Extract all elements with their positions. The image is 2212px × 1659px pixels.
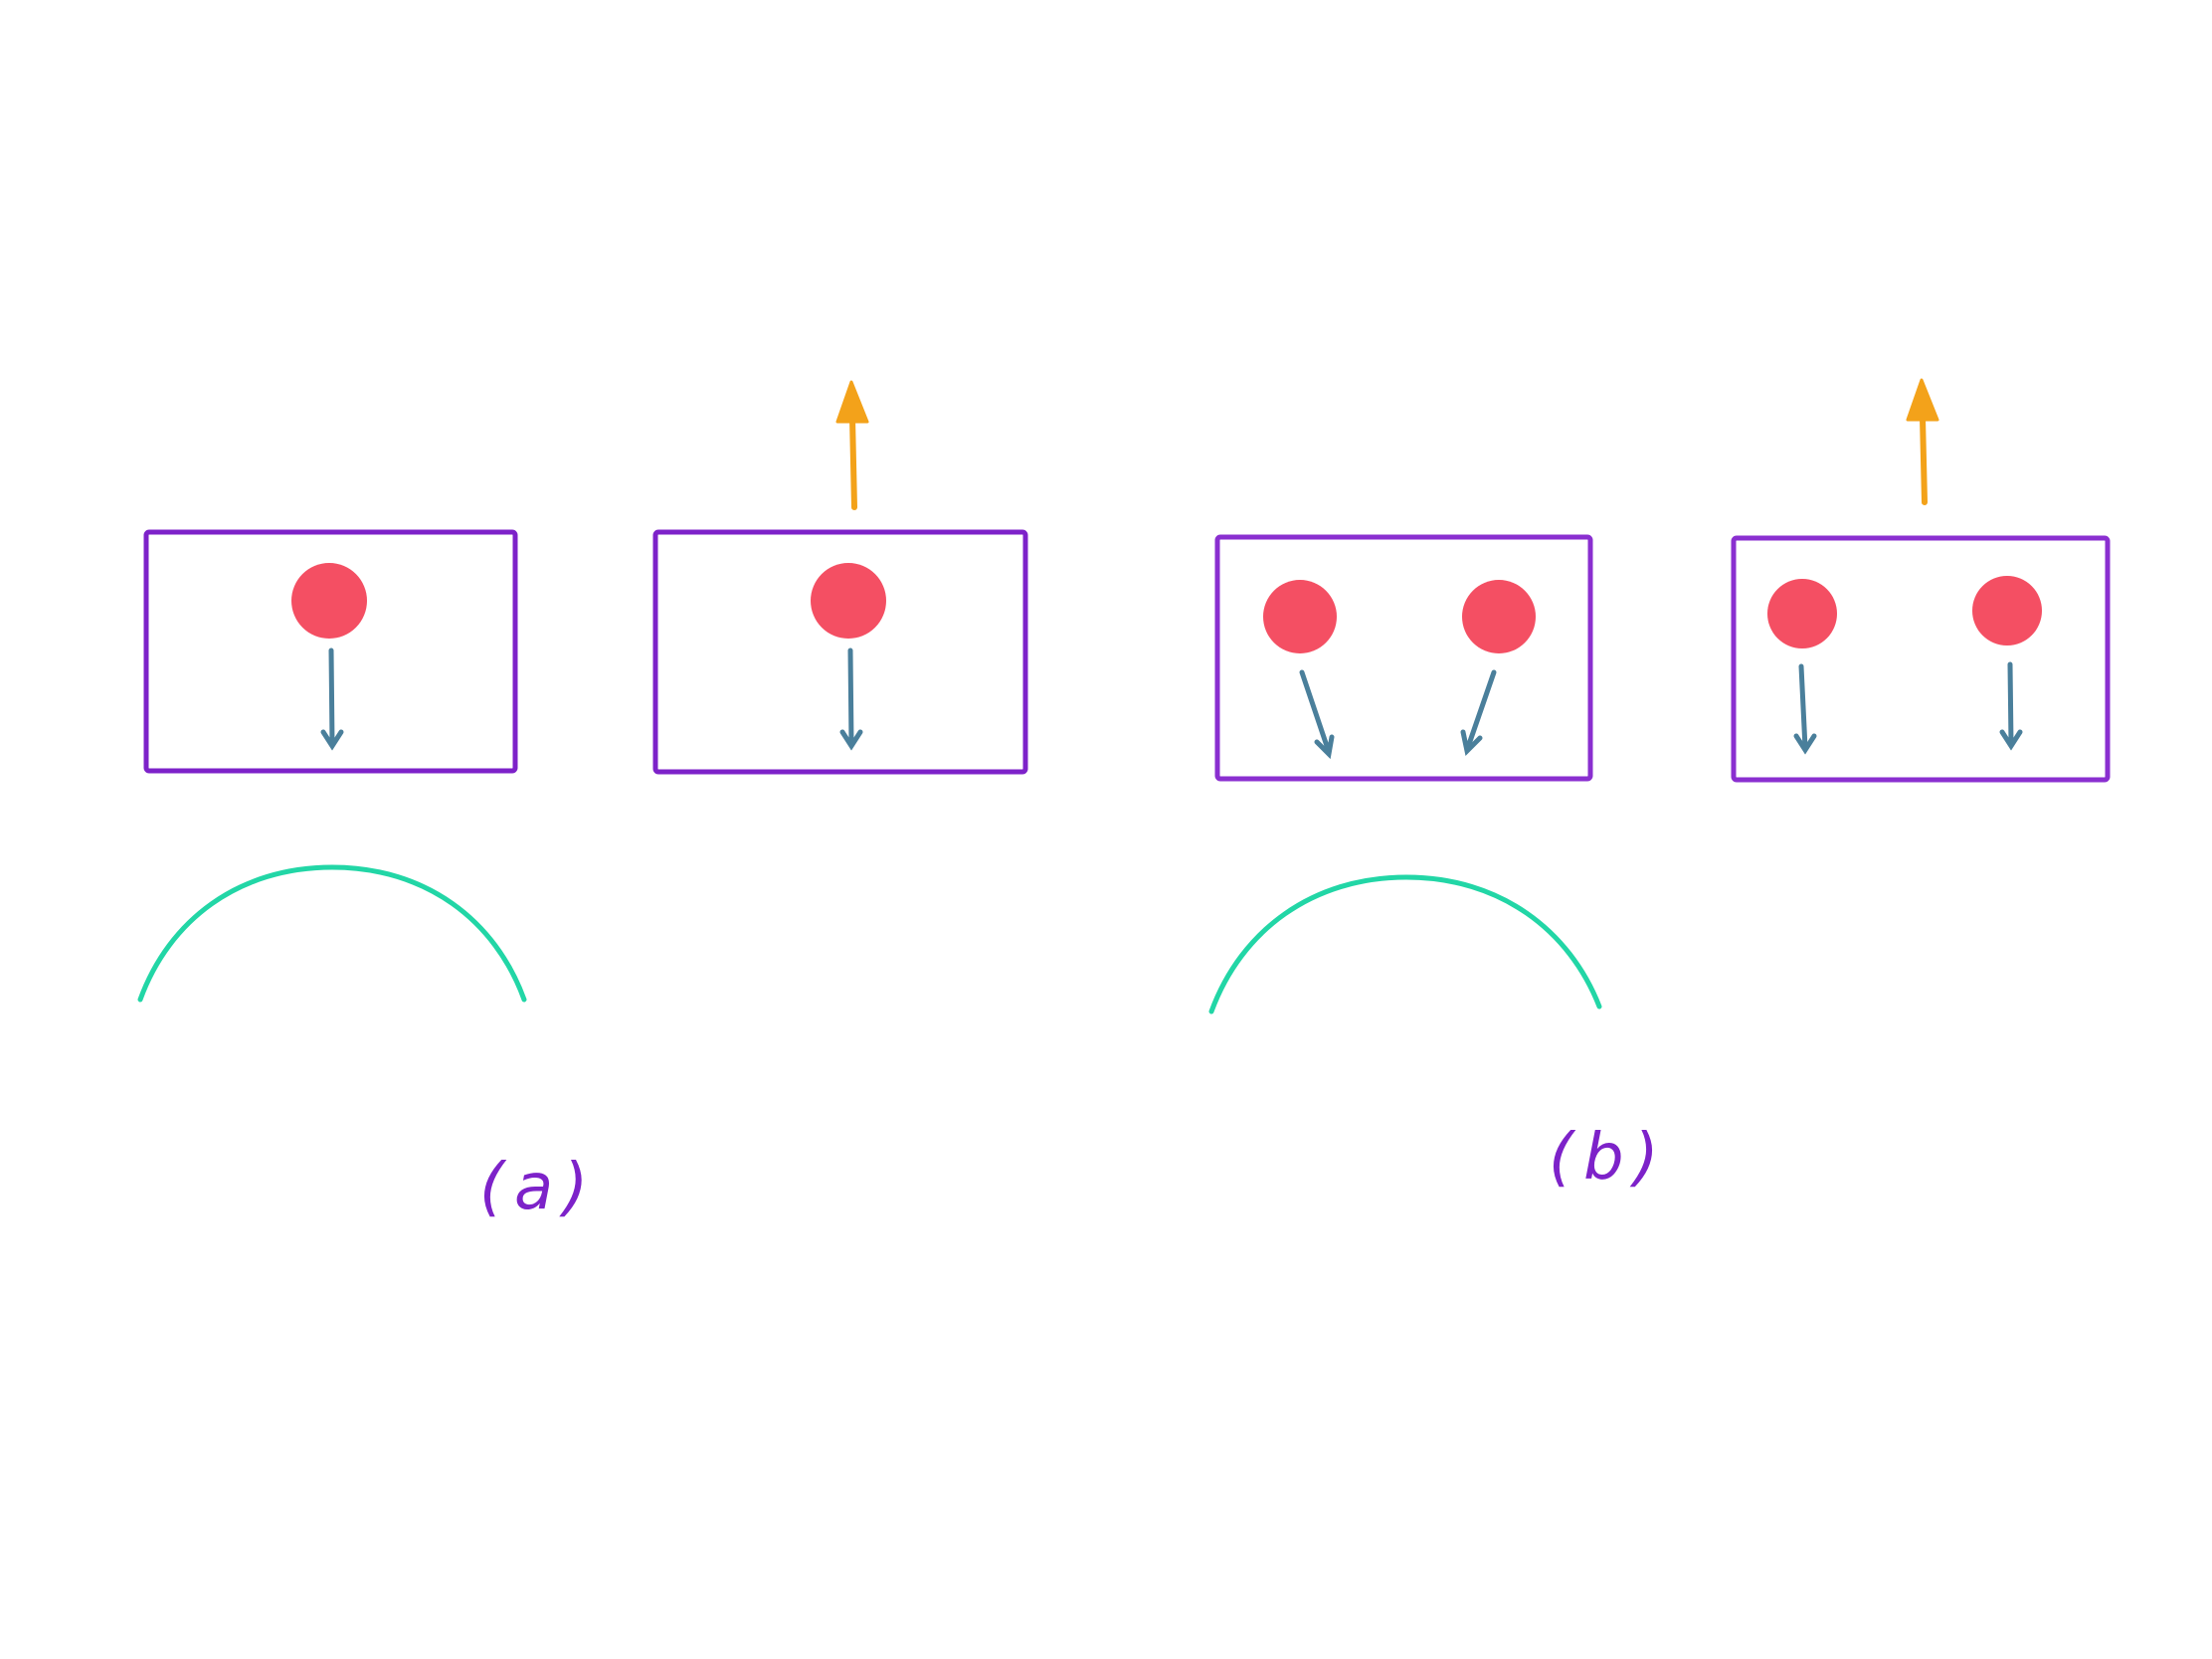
- container-box: [1214, 534, 1593, 782]
- panel-label-a: (a): [479, 1151, 598, 1224]
- particle: [1263, 580, 1337, 653]
- box-b1: [1214, 534, 1593, 782]
- down-arrow-icon: [839, 647, 863, 751]
- up-arrow-icon: [835, 380, 869, 510]
- panel-a: (a): [137, 380, 1028, 1224]
- down-arrow-icon: [1460, 669, 1497, 757]
- container-box: [143, 529, 518, 774]
- box-b2: [1731, 378, 2111, 783]
- panel-label-b: (b): [1549, 1121, 1669, 1195]
- particle: [1972, 576, 2042, 645]
- field-arc-icon: [1208, 874, 1602, 1014]
- down-arrow-icon: [1299, 669, 1335, 760]
- up-arrow-icon: [1906, 378, 1939, 505]
- container-box: [652, 529, 1028, 775]
- down-arrow-icon: [1793, 663, 1817, 755]
- particle: [291, 563, 367, 639]
- box-a1: [143, 529, 518, 774]
- down-arrow-icon: [320, 647, 344, 751]
- panel-b: (b): [1208, 378, 2111, 1195]
- field-arc-icon: [137, 864, 527, 1003]
- particle: [1767, 579, 1837, 648]
- particle: [1462, 580, 1536, 653]
- box-a2: [652, 380, 1028, 775]
- particle: [811, 563, 886, 639]
- down-arrow-icon: [1999, 661, 2023, 751]
- container-box: [1731, 535, 2111, 783]
